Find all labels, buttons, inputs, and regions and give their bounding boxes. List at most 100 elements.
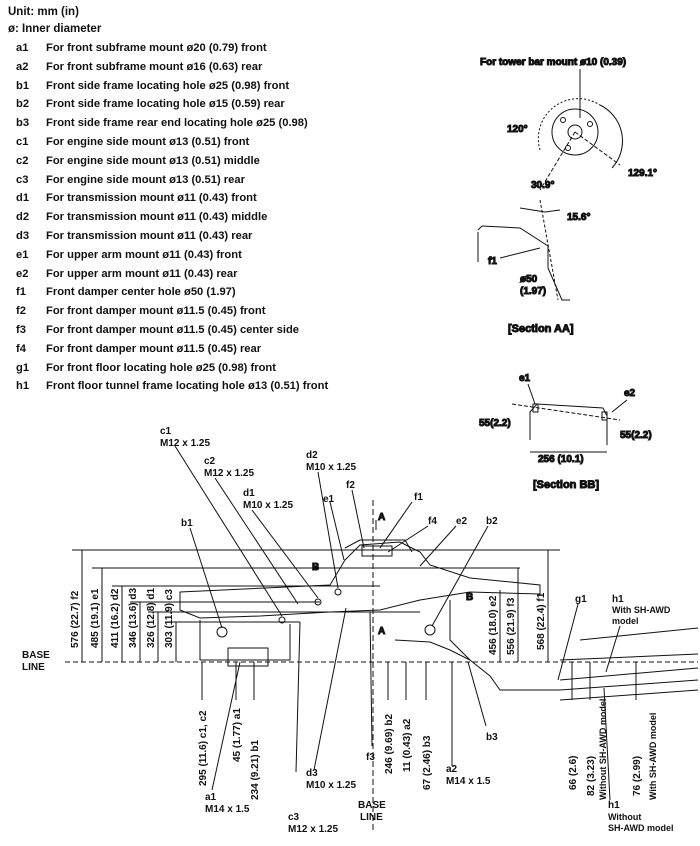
d2-thread-label: M10 x 1.25 (306, 462, 356, 473)
h1-top-note2: model (612, 616, 639, 626)
dia-50-label: ø50 (520, 274, 538, 285)
legend-code: b3 (16, 117, 30, 130)
f2-label: f2 (346, 480, 355, 491)
angle-120-label: 120° (507, 124, 528, 135)
section-aa: For tower bar mount ø10 (0.39) 120° 129.… (477, 57, 658, 336)
f3-label: f3 (366, 752, 375, 763)
base-line-label-1: BASE (22, 650, 50, 661)
h1-top-leader (605, 625, 621, 673)
angle-129-label: 129.1° (628, 168, 657, 179)
dim-f2: 576 (22.7) f2 (70, 590, 81, 648)
f3-leader (369, 611, 373, 747)
d3-thread-label: M10 x 1.25 (306, 780, 356, 791)
h1-bottom-label: h1 (608, 800, 620, 811)
g1-leader (557, 603, 579, 681)
center-line (539, 131, 576, 191)
f1-leader (499, 247, 541, 259)
angle-30-label: 30.9° (531, 180, 554, 191)
mount-boss (551, 108, 599, 156)
center-hole (567, 124, 583, 140)
f4-leader (387, 525, 429, 553)
legend-text: For engine side mount ø13 (0.51) front (46, 135, 250, 148)
bb-width-dim: 256 (10.1) (538, 454, 584, 465)
b2-leader (431, 525, 489, 627)
rear-frame (449, 600, 471, 661)
dim-a2: 11 (0.43) a2 (402, 718, 413, 772)
unit-note: Unit: mm (in) (8, 6, 79, 18)
leader-line (527, 383, 536, 405)
b2-label: b2 (486, 516, 498, 527)
legend-code: c1 (16, 135, 29, 148)
angle-ref (519, 207, 561, 213)
base-line-label-2: LINE (22, 662, 45, 673)
legend-code: a2 (16, 60, 29, 73)
side-view: A A B B (65, 445, 699, 830)
legend-code: b1 (16, 79, 30, 92)
dim-76: 76 (2.99) (632, 756, 643, 796)
mount-tab (601, 411, 608, 421)
legend-text: For front damper mount ø11.5 (0.45) rear (46, 342, 262, 355)
tower-bar-label: For tower bar mount ø10 (0.39) (480, 57, 626, 68)
bolt-hole (560, 117, 566, 123)
damper-hole (361, 545, 393, 557)
floor-tunnel (559, 667, 699, 701)
legend-code: a1 (16, 42, 29, 54)
dim-b3: 67 (2.46) b3 (422, 735, 433, 790)
dim-f3: 556 (21.9) f3 (506, 597, 517, 655)
b1-label: b1 (181, 518, 193, 529)
dim-d3: 346 (13.6) d3 (128, 588, 139, 648)
d2-leader (317, 471, 339, 589)
legend-text: Front damper center hole ø50 (1.97) (46, 286, 236, 299)
section-a-bottom: A (378, 626, 385, 637)
section-b-right: B (466, 592, 473, 603)
legend-text: For transmission mount ø11 (0.43) rear (46, 229, 253, 242)
angle-arc (599, 104, 624, 169)
f2-leader (351, 489, 365, 549)
legend-code: g1 (16, 361, 30, 374)
center-line (511, 403, 621, 421)
b2-hole (424, 624, 436, 636)
dim-f1: 568 (22.4) f1 (536, 592, 547, 650)
angle-arc (537, 98, 601, 151)
a2-label: a2 (446, 764, 458, 775)
legend-code: e1 (16, 248, 29, 261)
note-without-sh: Without SH-AWD model (598, 699, 608, 800)
legend-code: f4 (16, 342, 26, 355)
legend-text: For front subframe mount ø16 (0.63) rear (46, 60, 263, 73)
legend-code: d3 (16, 229, 30, 242)
legend-code: e2 (16, 267, 29, 280)
section-aa-title: [Section AA] (508, 323, 574, 335)
c1-label: c1 (160, 426, 172, 437)
legend-text: Front floor tunnel frame locating hole ø… (46, 380, 329, 393)
damper-tower (344, 539, 413, 553)
bb-e2-label: e2 (624, 388, 636, 399)
dia-50-in-label: (1.97) (520, 286, 546, 297)
legend-code: c3 (16, 173, 29, 186)
bb-left-dim: 55(2.2) (479, 418, 511, 429)
floor-upper (559, 653, 699, 661)
c2-label: c2 (204, 456, 216, 467)
section-a-top: A (378, 512, 385, 523)
legend-code: d1 (16, 192, 30, 205)
a1-thread-label: M14 x 1.5 (205, 804, 250, 815)
c3-leader (295, 621, 301, 773)
legend-code: f1 (16, 286, 26, 299)
a1-label: a1 (205, 792, 217, 803)
legend-text: For upper arm mount ø11 (0.43) rear (46, 267, 238, 280)
section-bb-title: [Section BB] (533, 479, 599, 491)
bb-e1-label: e1 (519, 373, 531, 384)
b3-leader (467, 661, 487, 727)
floor-line (394, 639, 699, 691)
d3-label: d3 (306, 768, 318, 779)
dim-b2: 246 (9.69) b2 (384, 714, 395, 774)
c1-hole (278, 616, 286, 624)
bolt-hole (565, 145, 571, 151)
legend-code: f2 (16, 305, 26, 318)
h1-top-note1: With SH-AWD (612, 605, 671, 615)
dim-b1: 234 (9.21) b1 (250, 740, 261, 800)
note-with-sh: With SH-AWD model (648, 713, 658, 800)
f4-label: f4 (428, 516, 437, 527)
e1-leader (329, 501, 345, 561)
legend-text: For front damper mount ø11.5 (0.45) cent… (46, 323, 300, 336)
